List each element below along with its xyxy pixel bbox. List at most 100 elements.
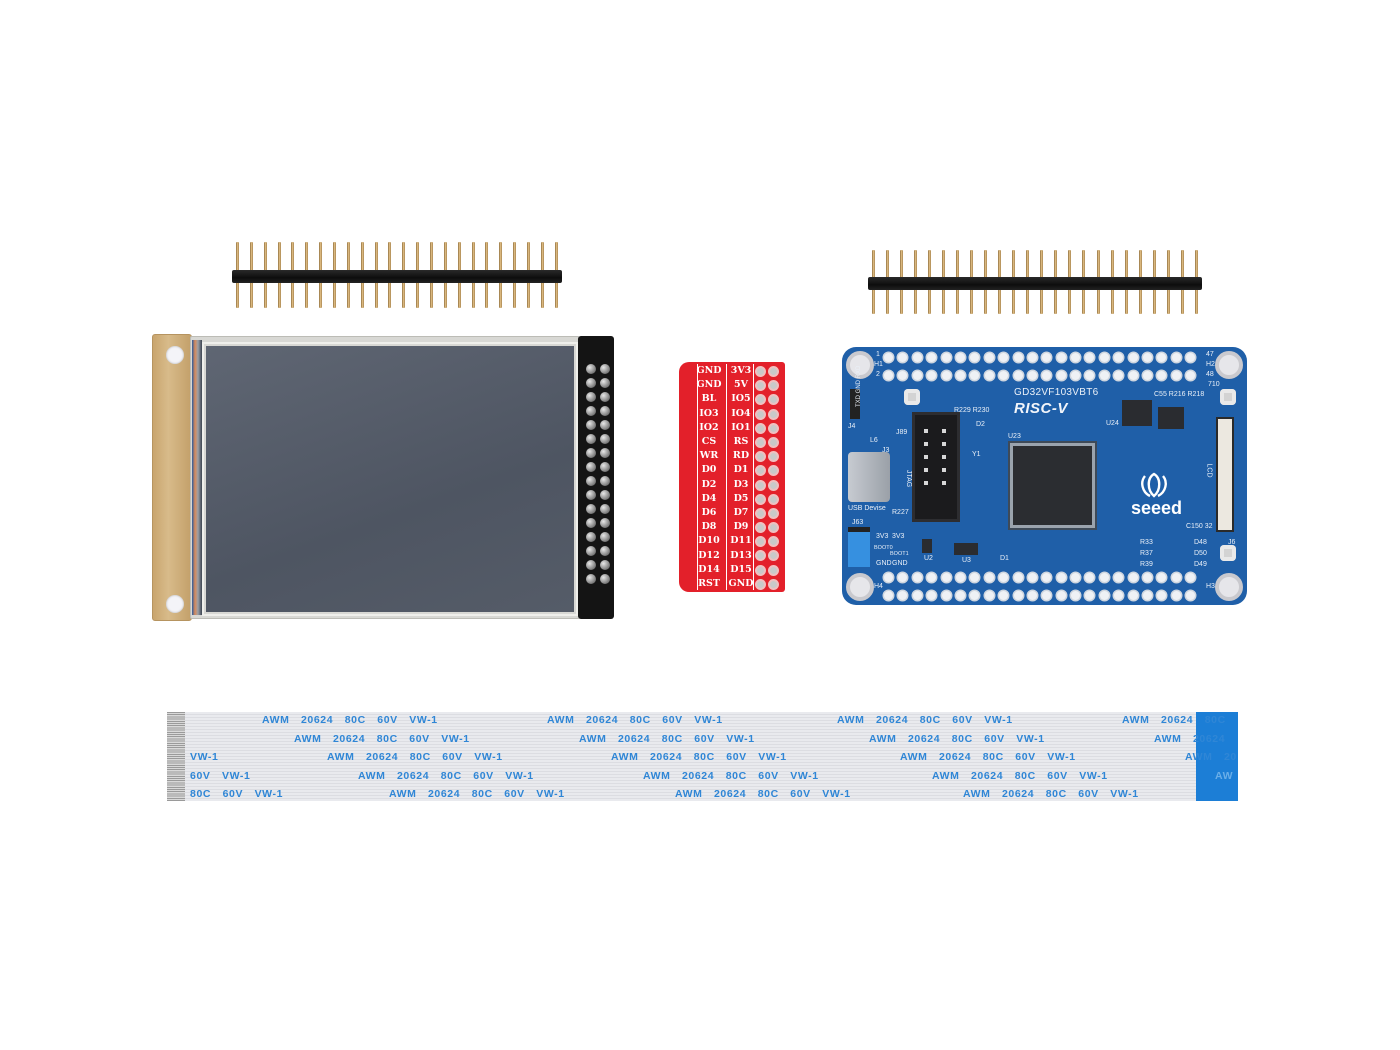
silk-y1: Y1 [972,451,981,458]
solder-hole [768,366,779,377]
silk-r229: R229 [954,407,971,414]
header-hole [1013,573,1023,582]
header-hole [999,591,1009,600]
header-hole [1085,353,1095,362]
header-hole [1071,591,1081,600]
usb-c-port[interactable] [848,452,890,502]
lcd-ffc-connector[interactable] [1216,417,1234,532]
header-hole [927,573,937,582]
solder-hole [755,380,766,392]
header-hole [1114,591,1124,600]
connector-pin [600,462,610,472]
adapter-pin-label-left: D12 [698,549,720,561]
solder-hole [768,465,779,477]
header-hole [927,371,937,380]
connector-pin [600,490,610,500]
connector-pin [600,448,610,458]
lcd-edge-strip [192,340,202,615]
adapter-pin-label-left: D2 [701,478,717,490]
pin-header-left [232,242,562,308]
silk-32: 32 [1204,523,1213,530]
adapter-pin-label-right: D5 [733,492,749,504]
header-hole [927,353,937,362]
connector-pin [600,546,610,556]
tact-button-reset[interactable] [904,389,920,405]
header-hole [999,353,1009,362]
silk-d48: D48 [1194,539,1207,546]
ffc-marking-text: AWM 20624 80C 60V VW-1 [358,769,534,782]
mount-hole-icon [1215,351,1243,379]
header-hole [984,573,994,582]
ffc-marking-text: AWM 20624 80C 60V VW-1 [389,788,565,800]
header-hole [912,371,922,380]
adapter-pin-label-left: CS [701,436,717,448]
tact-button-top-right[interactable] [1220,389,1236,405]
header-hole [984,591,994,600]
adapter-pin-label-right: 3V3 [730,365,752,377]
header-hole [1056,591,1066,600]
silk-3v3-b: 3V3 [892,533,905,540]
header-hole [984,371,994,380]
jtag-pin [924,468,928,472]
solder-hole [755,493,766,505]
solder-hole [768,422,779,434]
solder-hole [755,366,766,377]
connector-pin [586,364,596,374]
adapter-pin-label-right: D9 [733,521,749,533]
jtag-pins [924,429,952,485]
ffc-marking-text: AWM 20624 80C 60V VW-1 [327,751,503,763]
header-row-bottom-2 [884,591,1196,600]
solder-hole [755,465,766,477]
silk-c150-32: C150 32 [1186,523,1212,530]
header-hole [941,371,951,380]
adapter-pin-label-left: D0 [701,464,717,476]
connector-pin [586,532,596,542]
adapter-divider [753,364,754,590]
boot-jumper-cap[interactable] [848,532,870,567]
silk-r33: R33 [1140,539,1153,546]
silk-j3: J3 [882,447,890,454]
header-hole [999,371,1009,380]
solder-hole [768,479,779,491]
solder-hole [755,550,766,562]
silk-c150: C150 [1186,523,1203,530]
header-hole [912,573,922,582]
header-hole [1027,591,1037,600]
header-hole [912,591,922,600]
adapter-pin-label-right: IO5 [731,393,751,405]
header-hole [884,591,893,600]
header-hole [1085,573,1095,582]
ffc-marking-text: AWM 20 [1185,751,1237,763]
ffc-marking-text: AWM 20624 80C 60V VW-1 [611,751,787,763]
tact-button-bottom-right[interactable] [1220,545,1236,561]
connector-pin [586,434,596,444]
connector-pin [586,504,596,514]
silk-pin47: 47 [1206,351,1214,358]
adapter-pin-label-right: IO4 [731,407,751,419]
jtag-pin [942,468,946,472]
header-hole [955,591,965,600]
header-hole [1099,371,1109,380]
jtag-connector[interactable] [912,412,960,522]
header-hole [1186,371,1196,380]
adapter-holes [755,366,779,590]
solder-hole [768,380,779,392]
regulator-u3 [954,543,978,555]
header-hole [941,591,951,600]
connector-pin [600,518,610,528]
header-hole [1157,591,1167,600]
connector-pin [586,546,596,556]
ffc-marking-text: AWM 20624 80C 60V VW-1 [547,714,723,726]
header-hole [1143,353,1153,362]
jtag-pin [942,429,946,433]
ffc-marking-text: AWM 20624 80C 60V VW-1 [963,788,1139,800]
connector-pin [586,490,596,500]
ffc-marking-text: AWM 20624 80C 60V VW-1 [643,769,819,782]
header-hole [1171,371,1181,380]
